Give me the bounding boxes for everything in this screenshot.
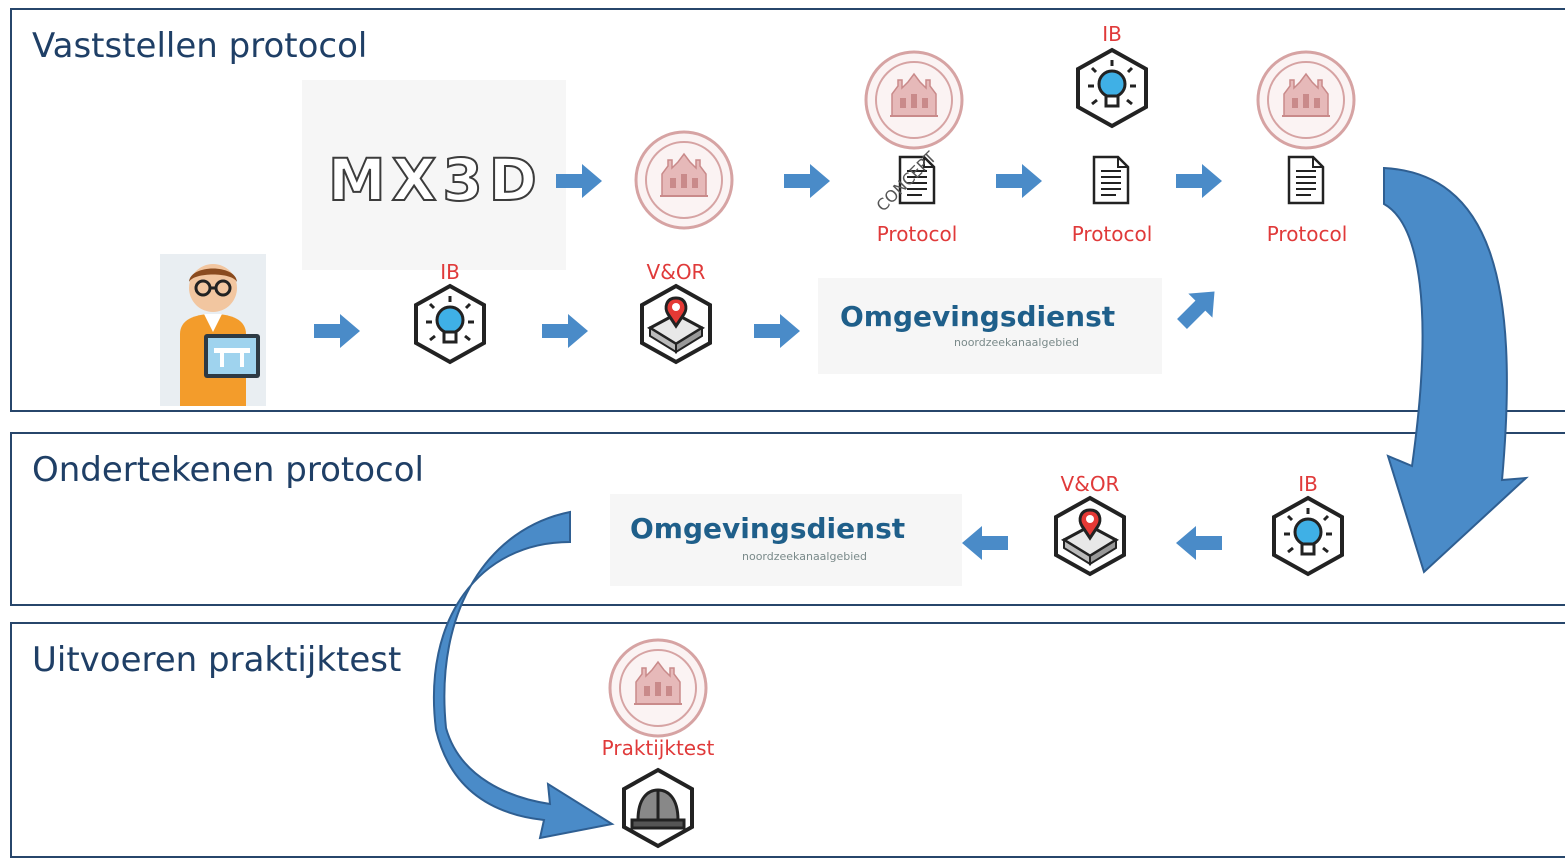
ib-label: IB [1298, 472, 1318, 496]
omgevingsdienst-logo-subtitle: noordzeekanaalgebied [742, 550, 868, 563]
ib-label: IB [440, 260, 460, 284]
curved-arrow-down-icon [1383, 166, 1529, 574]
university-seal-icon [1256, 50, 1356, 150]
lane-ondertekenen: Ondertekenen protocol [10, 432, 1565, 606]
vor-label: V&OR [646, 260, 706, 284]
lightbulb-hex-icon [1272, 496, 1344, 576]
omgevingsdienst-logo [610, 494, 962, 586]
protocol-label: Protocol [1071, 222, 1153, 246]
arrow-left-icon [962, 526, 1008, 560]
university-seal-icon [608, 638, 708, 738]
lightbulb-hex-icon [1076, 48, 1148, 128]
arrow-right-icon [784, 164, 830, 198]
person-tablet-icon [160, 254, 266, 406]
praktijktest-label: Praktijktest [601, 736, 715, 760]
lightbulb-hex-icon [414, 284, 486, 364]
mx3d-logo-text: MX3D [327, 145, 543, 215]
arrow-right-icon [996, 164, 1042, 198]
omgevingsdienst-logo-title: Omgevingsdienst [630, 512, 906, 545]
lane-uitvoeren: Uitvoeren praktijktest [10, 622, 1565, 858]
document-icon [1287, 155, 1325, 205]
hard-hat-hex-icon [622, 768, 694, 848]
lane-title: Vaststellen protocol [32, 26, 368, 66]
arrow-right-icon [556, 164, 602, 198]
protocol-label: Protocol [1266, 222, 1348, 246]
vor-label: V&OR [1060, 472, 1120, 496]
university-seal-icon [634, 130, 734, 230]
university-seal-icon [864, 50, 964, 150]
arrow-right-icon [542, 314, 588, 348]
arrow-up-right-icon [1169, 279, 1227, 337]
arrow-left-icon [1176, 526, 1222, 560]
omgevingsdienst-logo [818, 278, 1162, 374]
omgevingsdienst-logo-title: Omgevingsdienst [840, 300, 1116, 333]
arrow-right-icon [1176, 164, 1222, 198]
curved-arrow-down-icon [432, 510, 615, 840]
arrow-right-icon [754, 314, 800, 348]
arrow-right-icon [314, 314, 360, 348]
ib-label: IB [1102, 22, 1122, 46]
lane-title: Ondertekenen protocol [32, 450, 424, 490]
protocol-label: Protocol [876, 222, 958, 246]
mx3d-logo [302, 80, 566, 270]
map-pin-hex-icon [640, 284, 712, 364]
lane-vaststellen: Vaststellen protocol [10, 8, 1565, 412]
document-icon [1092, 155, 1130, 205]
map-pin-hex-icon [1054, 496, 1126, 576]
lane-title: Uitvoeren praktijktest [32, 640, 402, 680]
omgevingsdienst-logo-subtitle: noordzeekanaalgebied [954, 336, 1080, 349]
